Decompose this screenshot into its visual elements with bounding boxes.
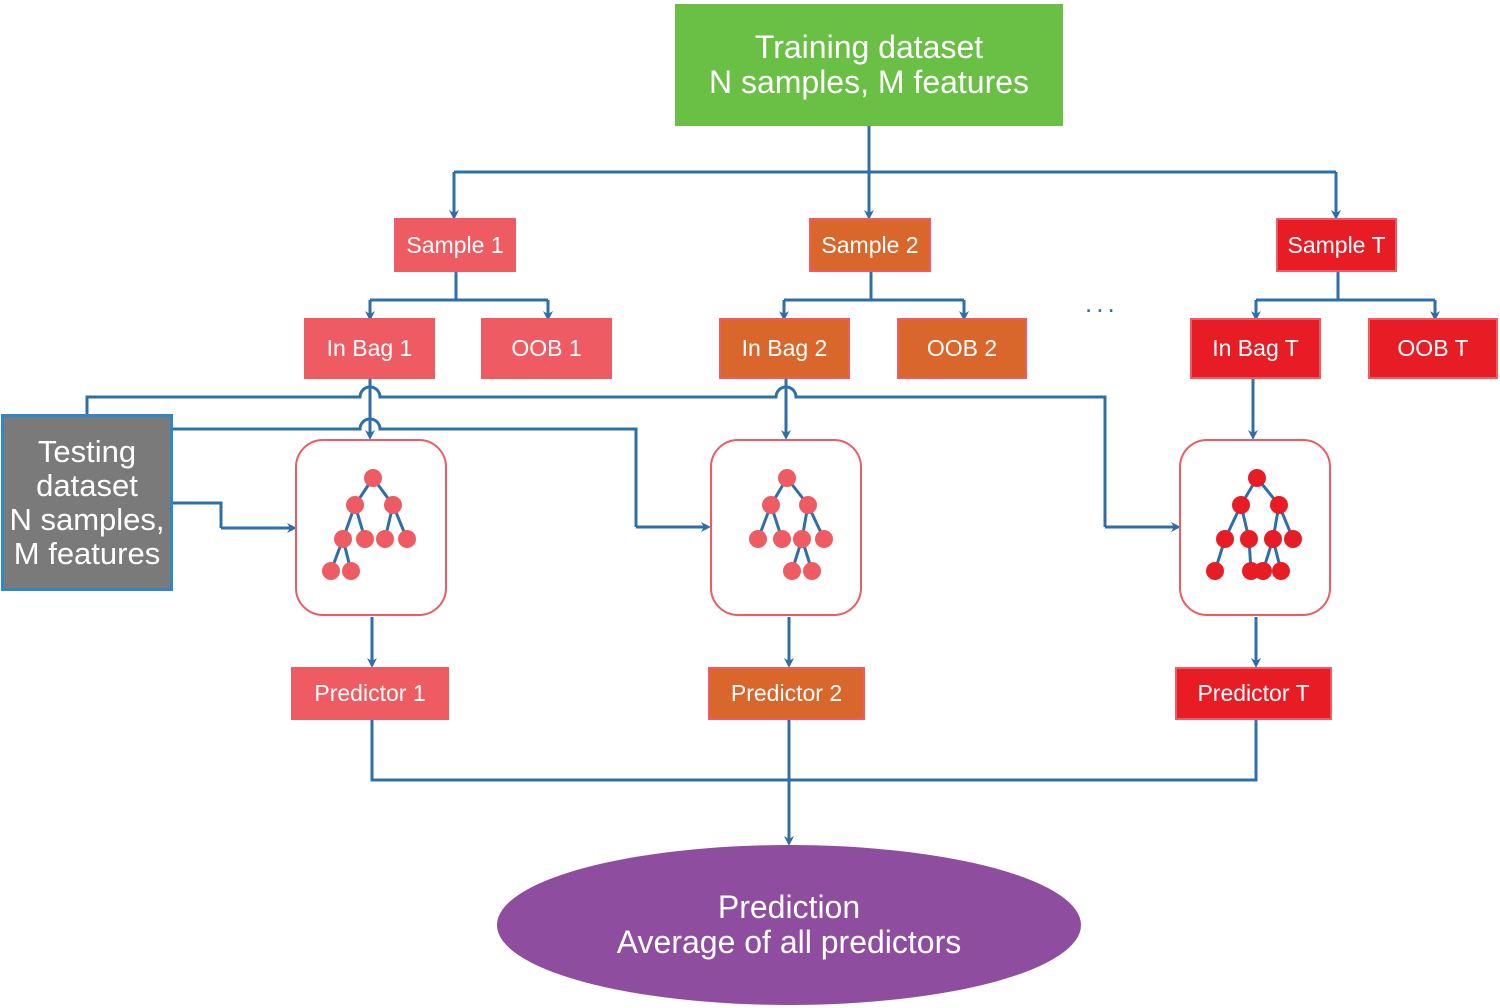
testing-dataset-line-4: M features (13, 535, 161, 571)
prediction-description: Average of all predictors (616, 924, 962, 960)
training-dataset-title: Training dataset (754, 29, 984, 65)
in-bag-t-box: In Bag T (1190, 318, 1321, 379)
oob-1-box: OOB 1 (481, 318, 612, 379)
tree-t-icon (1206, 469, 1302, 580)
in-bag-1-box: In Bag 1 (304, 318, 435, 379)
testing-dataset-line-3: N samples, (9, 501, 165, 537)
testing-dataset-box: Testing dataset N samples, M features (1, 414, 173, 591)
decision-tree-1 (295, 439, 447, 616)
in-bag-2-box: In Bag 2 (719, 318, 850, 379)
predictor-1-box: Predictor 1 (291, 667, 449, 720)
more-samples-ellipsis: ... (1085, 288, 1119, 318)
training-dataset-box: Training dataset N samples, M features (675, 4, 1063, 126)
tree-1-icon (322, 469, 416, 580)
training-dataset-size: N samples, M features (708, 64, 1030, 100)
oob-t-box: OOB T (1368, 318, 1498, 379)
prediction-ellipse: Prediction Average of all predictors (497, 845, 1081, 1005)
oob-2-box: OOB 2 (897, 318, 1027, 379)
sample-1-box: Sample 1 (394, 218, 516, 272)
testing-dataset-line-1: Testing (37, 433, 137, 469)
testing-dataset-line-2: dataset (36, 467, 138, 503)
predictor-2-box: Predictor 2 (708, 667, 865, 720)
tree-2-icon (749, 469, 833, 580)
decision-tree-t (1179, 439, 1331, 616)
sample-t-box: Sample T (1276, 218, 1397, 272)
predictor-t-box: Predictor T (1175, 667, 1332, 720)
decision-tree-2 (710, 439, 862, 616)
sample-2-box: Sample 2 (809, 218, 931, 272)
prediction-title: Prediction (717, 889, 861, 925)
